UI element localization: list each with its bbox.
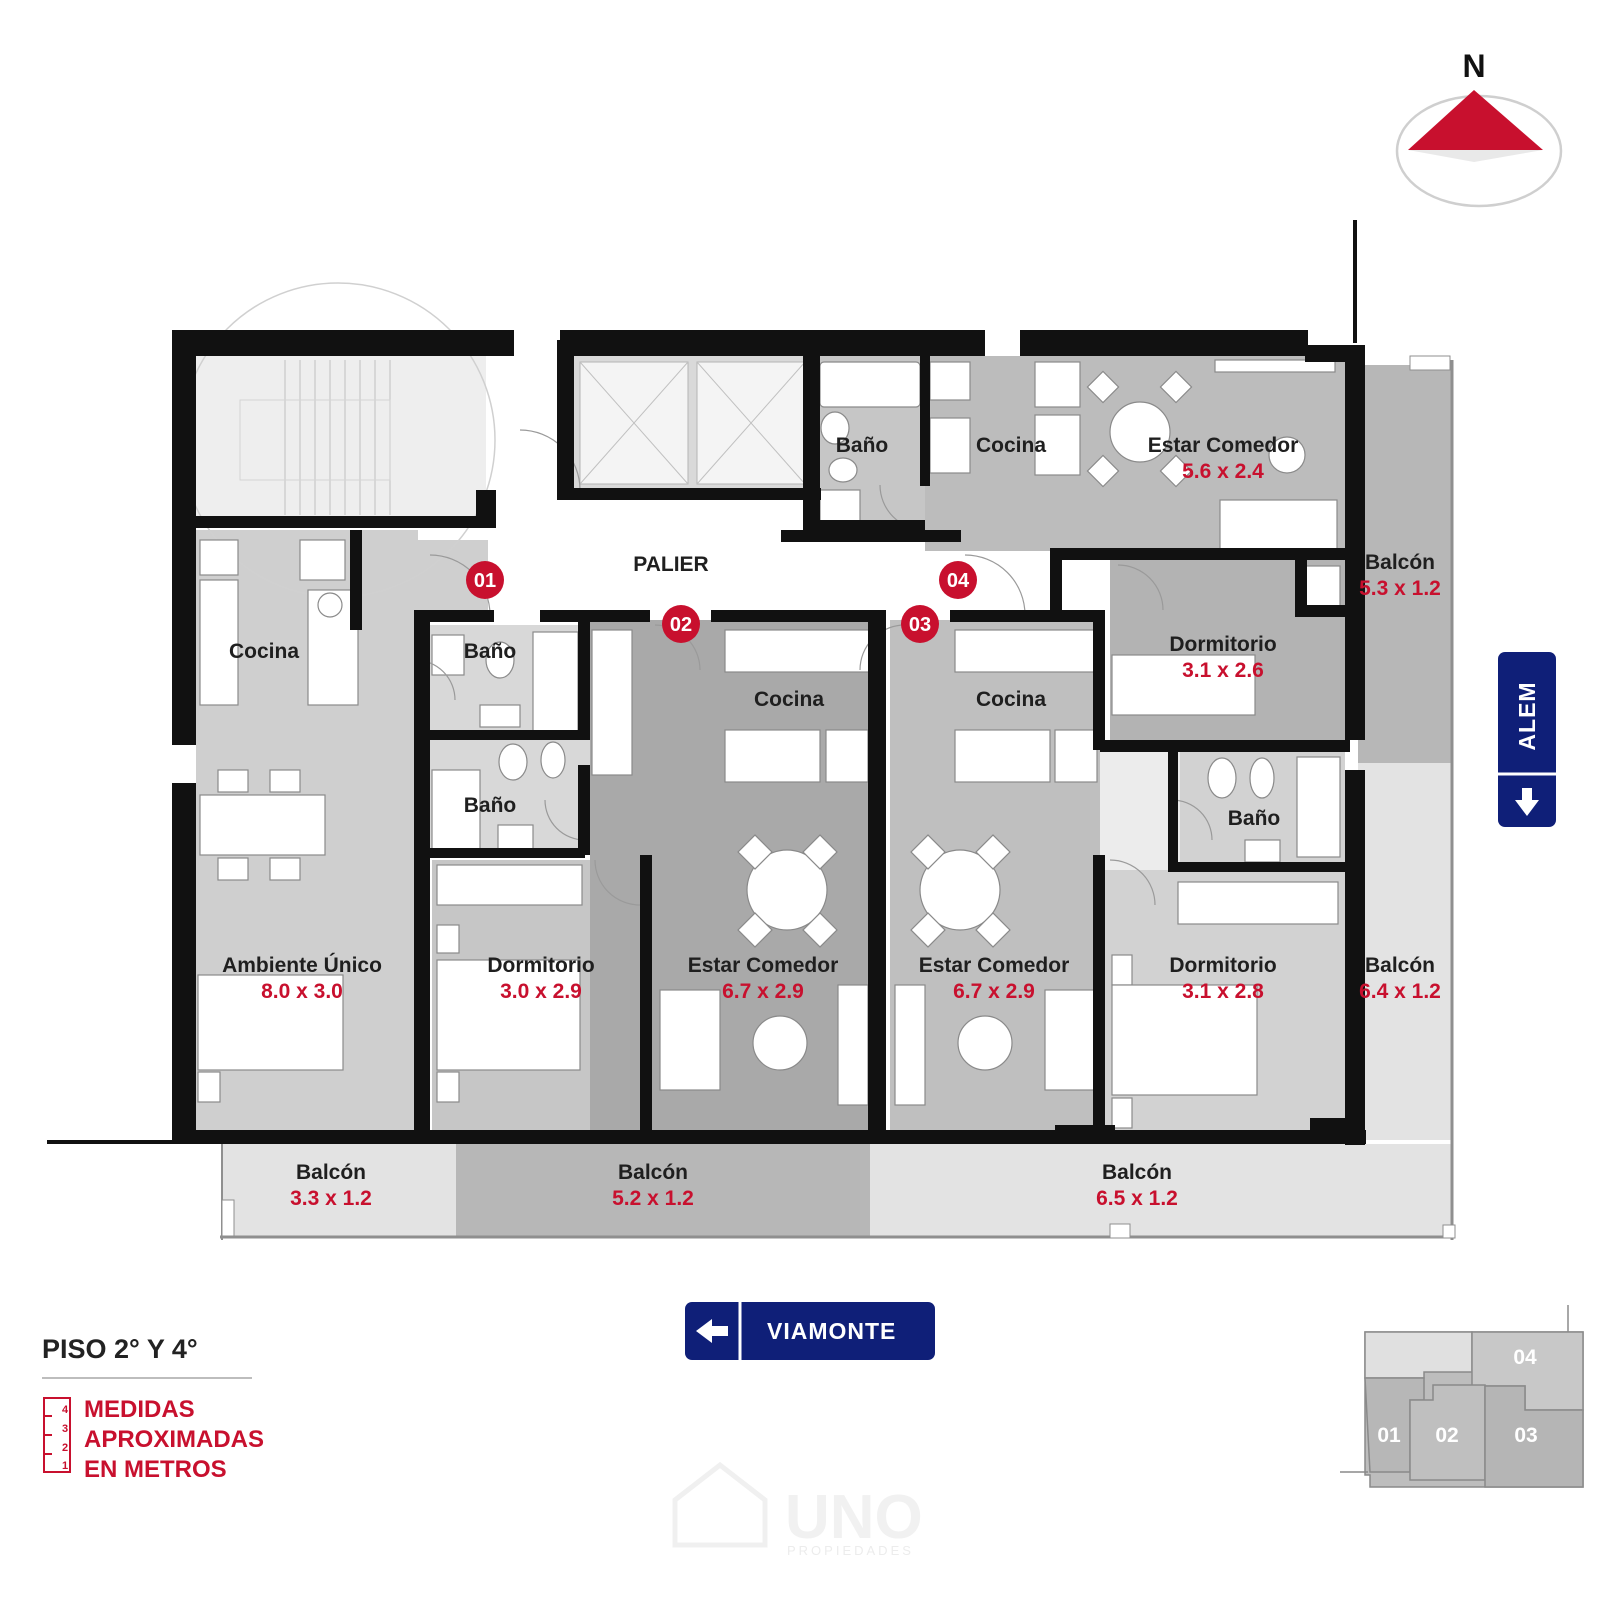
- svg-text:1: 1: [62, 1460, 68, 1472]
- u3-estar-label: Estar Comedor: [919, 954, 1070, 977]
- u4-estar-dim: 5.6 x 2.4: [1182, 460, 1264, 483]
- svg-text:02: 02: [670, 614, 692, 636]
- street-name-alem: ALEM: [1514, 681, 1540, 750]
- u4-cocina-label: Cocina: [976, 434, 1046, 457]
- u3-cocina-label: Cocina: [976, 688, 1046, 711]
- u4-bano-label: Baño: [836, 434, 889, 457]
- svg-text:01: 01: [474, 570, 496, 592]
- key-plan-label-01: 01: [1377, 1424, 1401, 1447]
- street-sign-alem: ALEM: [1498, 652, 1556, 827]
- u3-dormitorio-label: Dormitorio: [1169, 954, 1276, 977]
- u3-balcon-side-dim: 6.4 x 1.2: [1359, 980, 1441, 1003]
- u4-balcon-dim: 5.3 x 1.2: [1359, 577, 1441, 600]
- north-compass: N: [1395, 48, 1563, 208]
- svg-text:4: 4: [62, 1404, 69, 1416]
- arrow-down-icon: [1515, 788, 1539, 816]
- u2-balcon-label: Balcón: [618, 1161, 688, 1184]
- unit-markers: 01 02 03 04: [466, 561, 977, 643]
- u1-cocina-label: Cocina: [229, 640, 299, 663]
- legend: PISO 2° Y 4° 4 3 2 1 MEDIDAS APROXIMADAS…: [42, 1334, 264, 1483]
- measures-line-2: APROXIMADAS: [84, 1426, 264, 1453]
- u1-ambiente-label: Ambiente Único: [222, 953, 382, 977]
- street-name-viamonte: VIAMONTE: [767, 1318, 896, 1344]
- room-labels: PALIER Baño Cocina Estar Comedor 5.6 x 2…: [222, 434, 1441, 1210]
- unit-marker-03[interactable]: 03: [901, 605, 939, 643]
- measures-line-1: MEDIDAS: [84, 1396, 195, 1423]
- u4-dormitorio-label: Dormitorio: [1169, 633, 1276, 656]
- key-plan-label-04: 04: [1513, 1346, 1537, 1369]
- key-plan-label-03: 03: [1514, 1424, 1537, 1447]
- unit-marker-01[interactable]: 01: [466, 561, 504, 599]
- svg-text:03: 03: [909, 614, 931, 636]
- palier-label: PALIER: [633, 553, 708, 576]
- furniture: [197, 359, 1341, 1129]
- u3-balcon-side-label: Balcón: [1365, 954, 1435, 977]
- floor-label: PISO 2° Y 4°: [42, 1334, 198, 1364]
- u4-dormitorio-dim: 3.1 x 2.6: [1182, 659, 1264, 682]
- north-arrow-icon: [1408, 90, 1543, 150]
- walls: [47, 220, 1366, 1145]
- balconies: [220, 355, 1456, 1240]
- u1-balcon-dim: 3.3 x 1.2: [290, 1187, 372, 1210]
- u3-balcon-dim: 6.5 x 1.2: [1096, 1187, 1178, 1210]
- u2-estar-label: Estar Comedor: [688, 954, 839, 977]
- u1-balcon-label: Balcón: [296, 1161, 366, 1184]
- ruler-icon: 4 3 2 1: [43, 1397, 71, 1473]
- watermark: UNO PROPIEDADES: [672, 1461, 923, 1558]
- watermark-sub: PROPIEDADES: [787, 1543, 914, 1558]
- unit-marker-04[interactable]: 04: [939, 561, 977, 599]
- watermark-brand: UNO: [785, 1483, 923, 1552]
- u1-ambiente-dim: 8.0 x 3.0: [261, 980, 343, 1003]
- u3-estar-dim: 6.7 x 2.9: [953, 980, 1035, 1003]
- u4-balcon-label: Balcón: [1365, 551, 1435, 574]
- north-label: N: [1462, 48, 1485, 84]
- u2-cocina-label: Cocina: [754, 688, 824, 711]
- svg-text:04: 04: [947, 570, 970, 592]
- u2-dormitorio-label: Dormitorio: [487, 954, 594, 977]
- svg-text:2: 2: [62, 1442, 68, 1454]
- u3-balcon-label: Balcón: [1102, 1161, 1172, 1184]
- u2-dormitorio-dim: 3.0 x 2.9: [500, 980, 582, 1003]
- house-logo-icon: [672, 1461, 768, 1548]
- u2-bano1-label: Baño: [464, 640, 517, 663]
- u3-bano-label: Baño: [1228, 807, 1281, 830]
- u4-estar-label: Estar Comedor: [1148, 434, 1299, 457]
- arrow-left-icon: [696, 1319, 728, 1343]
- measures-line-3: EN METROS: [84, 1456, 227, 1483]
- key-plan-label-02: 02: [1435, 1424, 1458, 1447]
- street-sign-viamonte: VIAMONTE: [685, 1302, 935, 1360]
- u2-estar-dim: 6.7 x 2.9: [722, 980, 804, 1003]
- key-plan: 04 01 02 03: [1340, 1305, 1584, 1488]
- unit-marker-02[interactable]: 02: [662, 605, 700, 643]
- u2-bano2-label: Baño: [464, 794, 517, 817]
- elevators: [573, 356, 811, 488]
- svg-text:3: 3: [62, 1423, 68, 1435]
- u3-dormitorio-dim: 3.1 x 2.8: [1182, 980, 1264, 1003]
- u2-balcon-dim: 5.2 x 1.2: [612, 1187, 694, 1210]
